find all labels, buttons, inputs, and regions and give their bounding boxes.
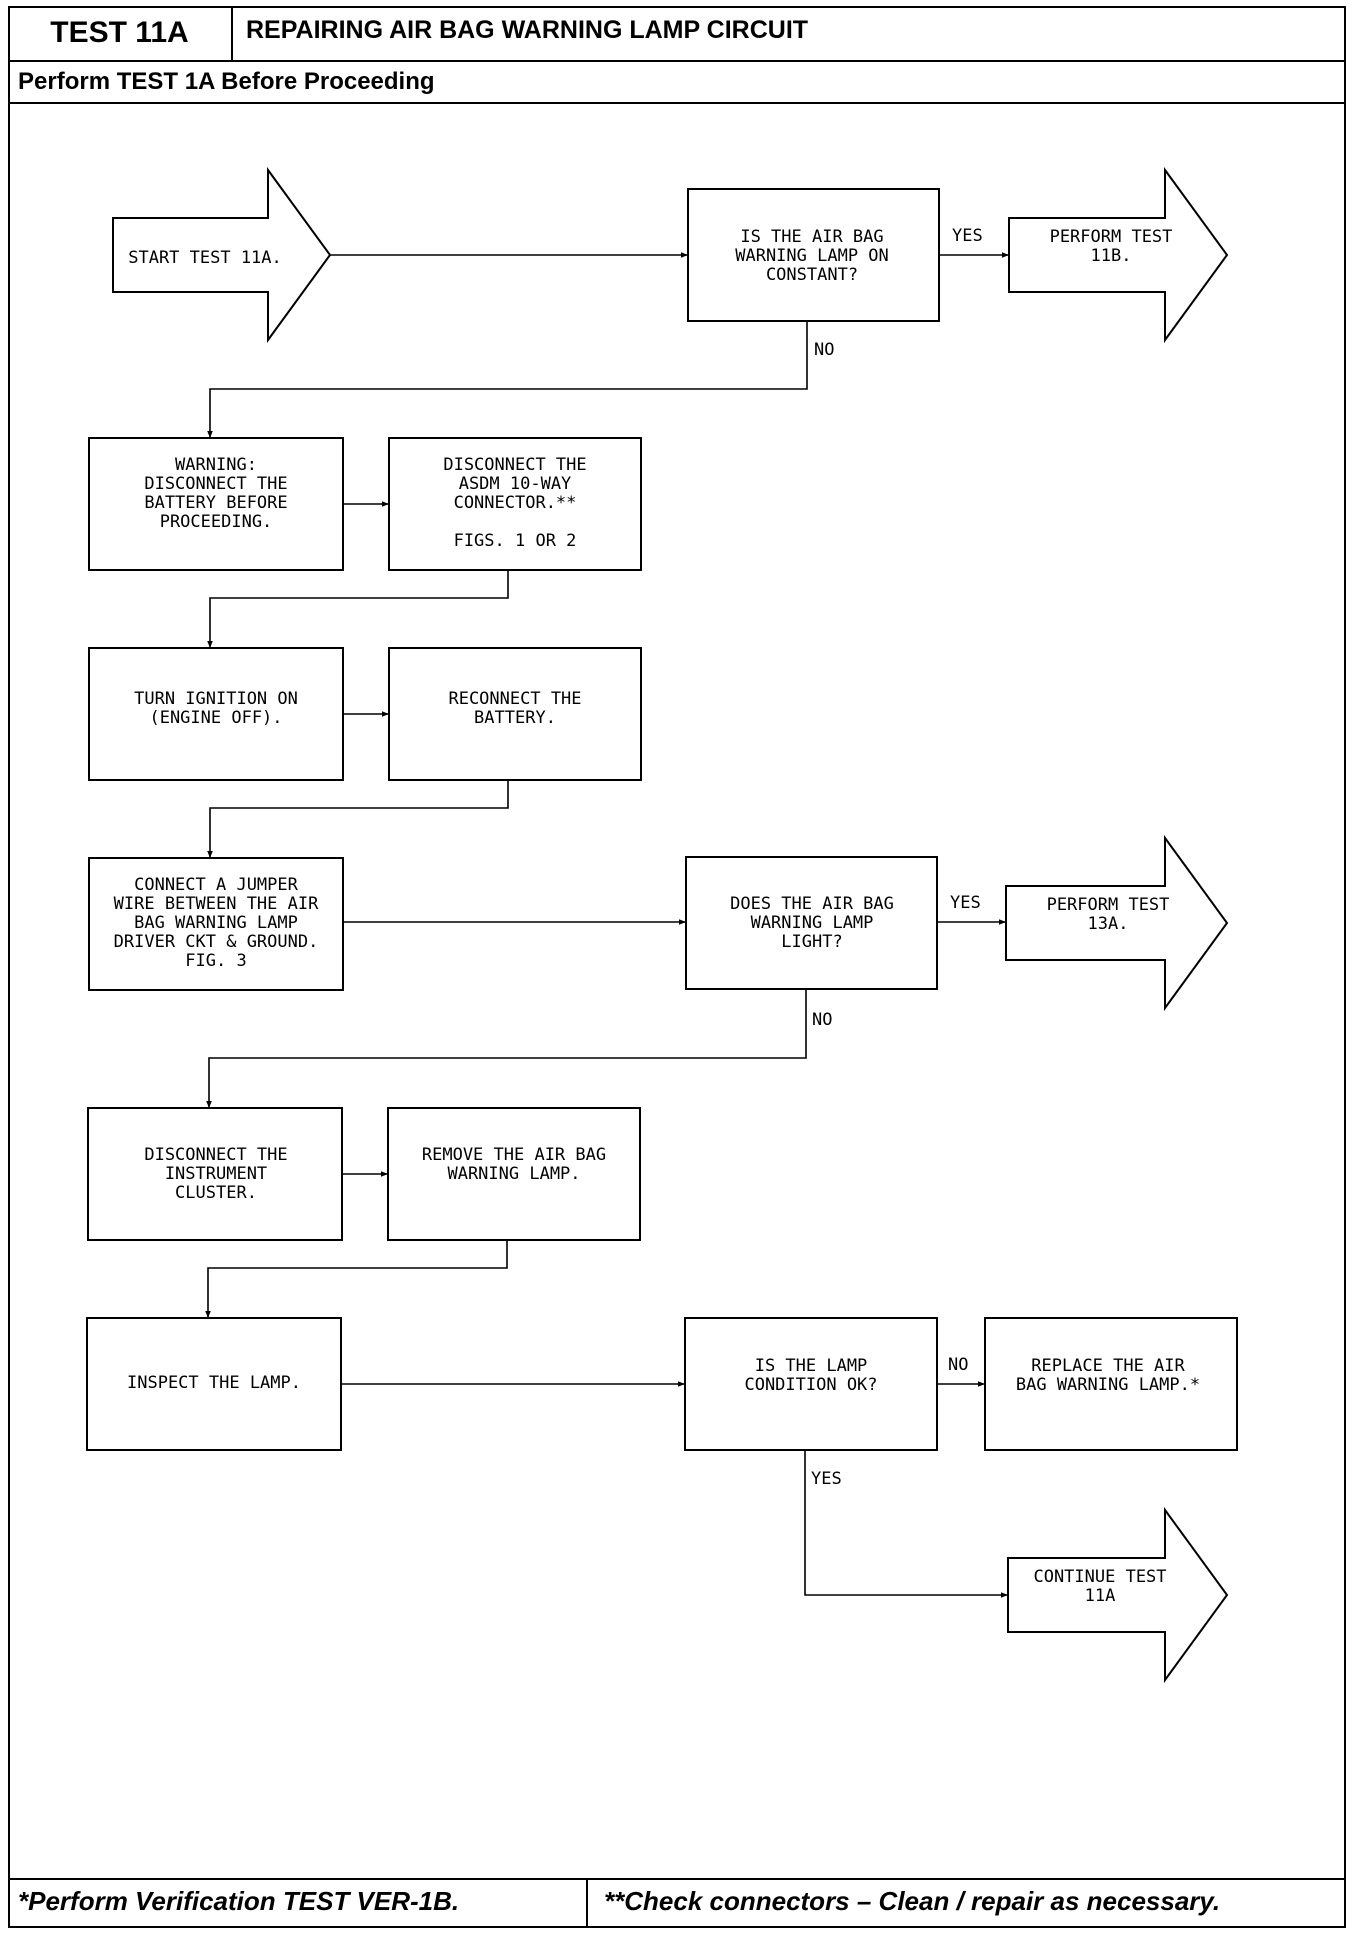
header-divider <box>233 60 1346 62</box>
node-connect-jumper <box>88 857 344 991</box>
connector-q-light-no-to-cluster <box>206 989 807 1108</box>
footnote-double-asterisk: **Check connectors – Clean / repair as n… <box>604 1886 1221 1916</box>
node-ignition-on-label: TURN IGNITION ON(ENGINE OFF). <box>134 689 298 728</box>
edge-label-light-no: NO <box>812 1010 832 1030</box>
node-reconnect-battery <box>388 647 642 781</box>
node-disconnect-cluster <box>87 1107 343 1241</box>
header-bottom-rule <box>8 102 1346 104</box>
node-warning <box>88 437 344 571</box>
connector-remove-lamp-to-inspect <box>205 1240 508 1318</box>
node-disconnect-asdm <box>388 437 642 571</box>
node-inspect-lamp-label: INSPECT THE LAMP. <box>127 1373 301 1393</box>
node-q-constant <box>687 188 940 322</box>
node-perform-13a <box>1005 834 1229 1012</box>
node-remove-lamp <box>387 1107 641 1241</box>
prerequisite-note: Perform TEST 1A Before Proceeding <box>18 68 435 95</box>
test-id-box: TEST 11A <box>8 6 233 62</box>
footer-divider <box>586 1878 588 1928</box>
footer-rule <box>8 1878 1346 1880</box>
connector-disconnect-asdm-to-ignition <box>207 570 509 648</box>
connector-q-constant-no-to-warning <box>207 321 808 438</box>
node-inspect-lamp <box>86 1317 342 1451</box>
page-title: REPAIRING AIR BAG WARNING LAMP CIRCUIT <box>246 16 809 44</box>
edge-label-constant-yes: YES <box>952 226 983 246</box>
node-q-light <box>685 856 938 990</box>
page-frame <box>8 6 1346 1928</box>
node-q-lamp-ok <box>684 1317 938 1451</box>
edge-label-lamp-ok-no: NO <box>948 1355 968 1375</box>
node-replace-lamp <box>984 1317 1238 1451</box>
footnote-single-asterisk: *Perform Verification TEST VER-1B. <box>18 1886 460 1916</box>
node-continue-11a <box>1007 1506 1229 1684</box>
node-start-label: START TEST 11A. <box>128 248 282 268</box>
edge-label-lamp-ok-yes: YES <box>811 1469 842 1489</box>
edge-label-constant-no: NO <box>814 340 834 360</box>
node-ignition-on <box>88 647 344 781</box>
edge-label-light-yes: YES <box>950 893 981 913</box>
connector-q-lamp-ok-yes-to-continue <box>804 1450 1008 1598</box>
node-start <box>112 166 332 344</box>
connector-reconnect-to-jumper <box>207 780 509 858</box>
node-perform-11b <box>1008 166 1229 344</box>
